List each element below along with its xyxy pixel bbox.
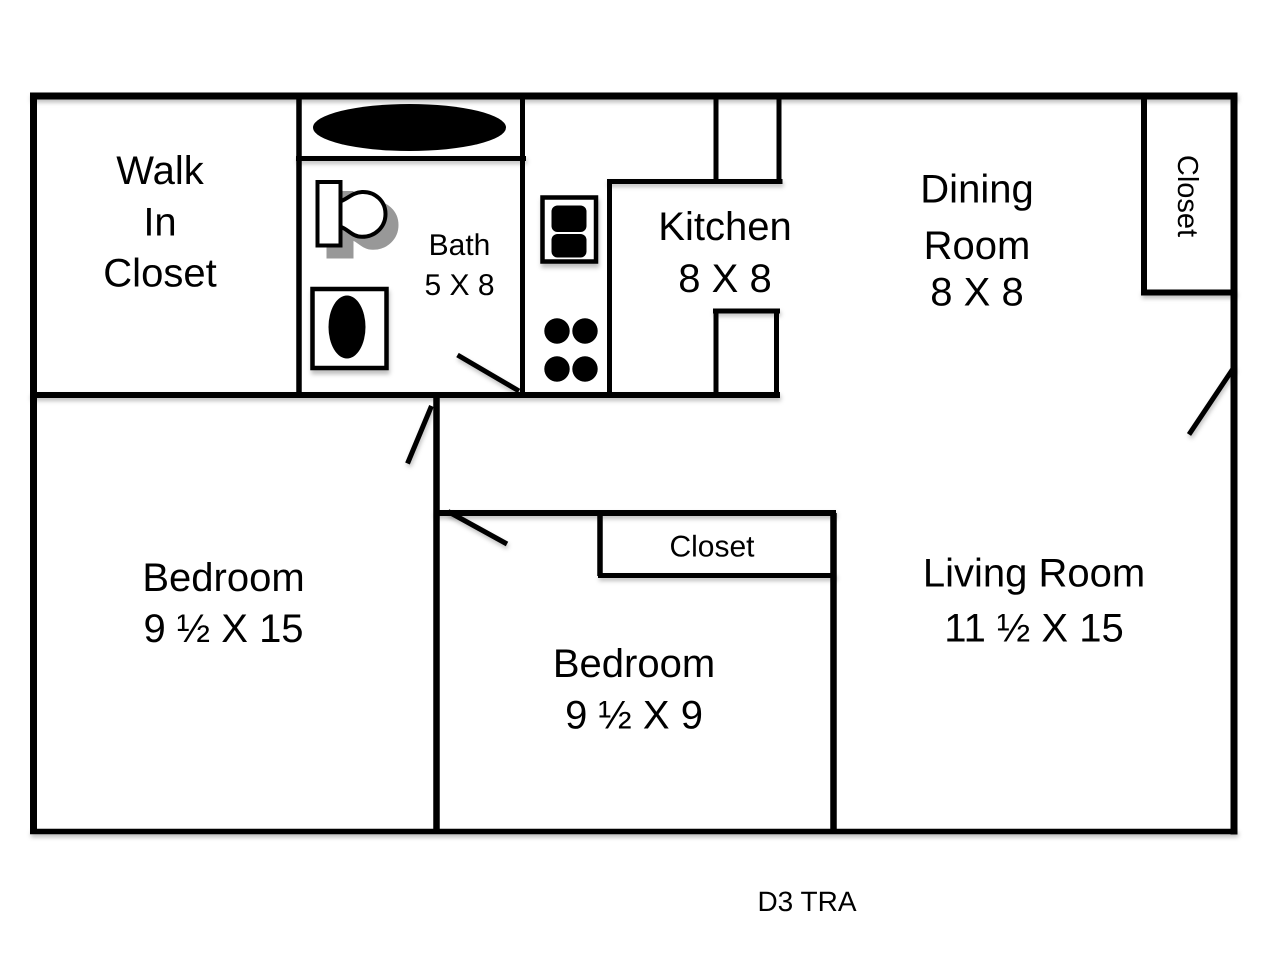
svg-text:Closet: Closet	[103, 252, 216, 296]
svg-text:Bedroom: Bedroom	[142, 556, 304, 600]
svg-text:Bath: Bath	[429, 229, 491, 262]
svg-text:Room: Room	[924, 224, 1031, 268]
svg-text:In: In	[143, 201, 176, 245]
svg-text:Closet: Closet	[1171, 155, 1203, 237]
svg-text:Living Room: Living Room	[923, 552, 1145, 596]
svg-text:9 ½ X 15: 9 ½ X 15	[143, 607, 303, 651]
svg-text:9 ½ X 9: 9 ½ X 9	[565, 694, 703, 738]
svg-text:Closet: Closet	[669, 531, 755, 564]
svg-text:8 X 8: 8 X 8	[930, 271, 1023, 315]
svg-text:Dining: Dining	[920, 168, 1033, 212]
svg-text:Walk: Walk	[116, 149, 204, 193]
svg-text:5 X 8: 5 X 8	[424, 269, 494, 302]
svg-text:D3 TRA: D3 TRA	[757, 886, 856, 917]
svg-text:11 ½ X 15: 11 ½ X 15	[944, 607, 1123, 651]
svg-text:8 X 8: 8 X 8	[678, 257, 771, 301]
svg-text:Bedroom: Bedroom	[553, 642, 715, 686]
svg-text:Kitchen: Kitchen	[658, 205, 791, 249]
